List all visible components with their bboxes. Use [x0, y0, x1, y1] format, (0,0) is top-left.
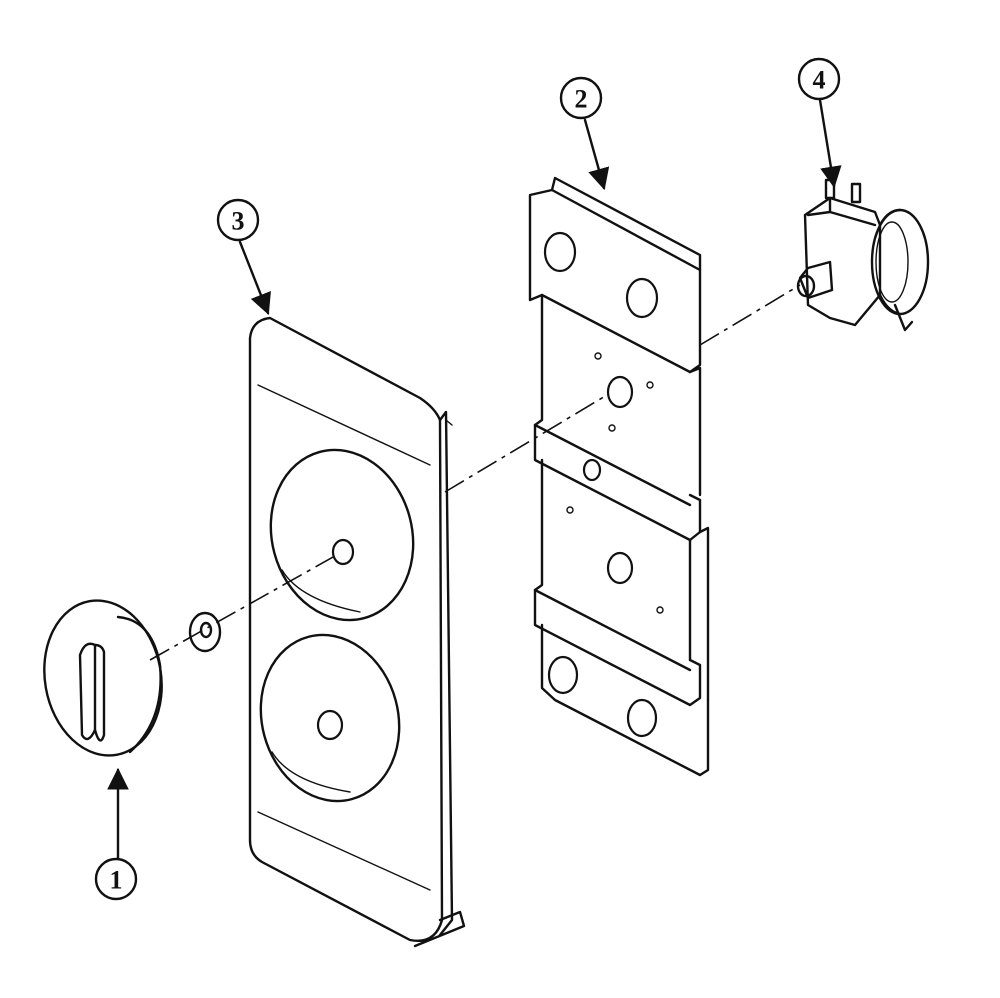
control-knob [43, 599, 163, 757]
timer [796, 178, 930, 332]
callout-1-label: 1 [110, 866, 123, 895]
callout-2: 2 [559, 76, 603, 120]
callout-3: 3 [216, 198, 260, 242]
centerline [149, 284, 801, 661]
callout-4: 4 [797, 57, 841, 101]
mounting-bracket [528, 176, 710, 777]
callout-2-label: 2 [575, 85, 588, 114]
washer [188, 611, 222, 653]
control-panel [248, 316, 466, 948]
callout-4-label: 4 [813, 66, 826, 95]
callout-3-label: 3 [232, 207, 245, 236]
leader-arrows [107, 98, 842, 860]
callout-1: 1 [94, 857, 138, 901]
